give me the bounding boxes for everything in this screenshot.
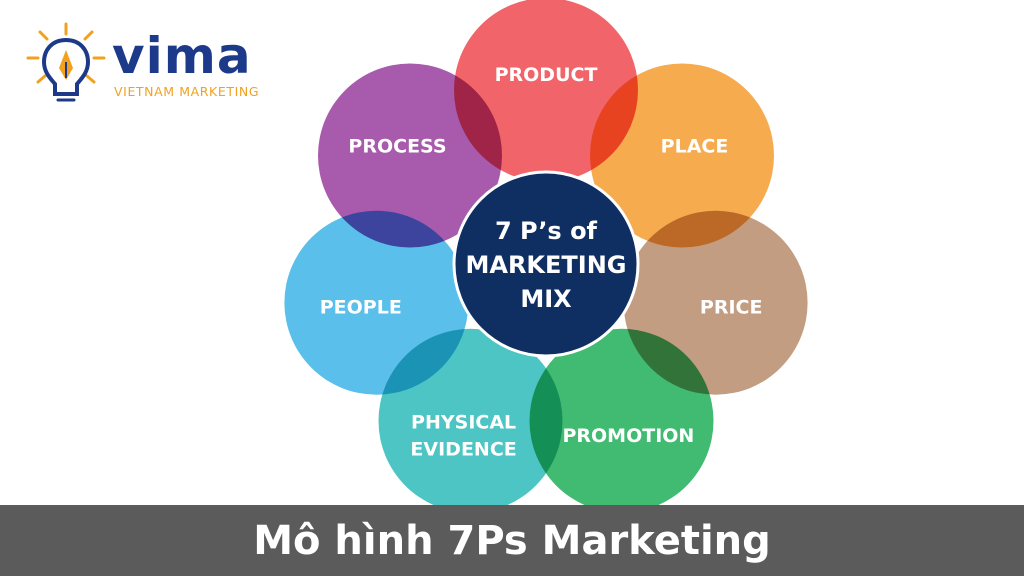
logo-brand-name: vima: [112, 27, 252, 85]
petal-label-promotion: PROMOTION: [562, 425, 694, 447]
petal-label-people: PEOPLE: [320, 296, 402, 318]
lightbulb-pen-icon: [26, 22, 106, 102]
petal-product: [454, 0, 638, 182]
logo-tagline: VIETNAM MARKETING: [114, 84, 260, 99]
petal-label-place: PLACE: [661, 136, 729, 158]
petal-promotion: [529, 328, 714, 505]
petal-label-product: PRODUCT: [495, 64, 598, 86]
center-circle: [452, 170, 640, 358]
petal-place: [590, 63, 774, 248]
petal-people: [284, 210, 469, 395]
vima-logo: vima VIETNAM MARKETING: [26, 22, 286, 112]
caption-bar: Mô hình 7Ps Marketing: [0, 505, 1024, 576]
petal-label-process: PROCESS: [348, 136, 446, 158]
caption-title: Mô hình 7Ps Marketing: [253, 517, 771, 564]
petal-process: [318, 63, 502, 248]
petal-label-price: PRICE: [700, 296, 763, 318]
